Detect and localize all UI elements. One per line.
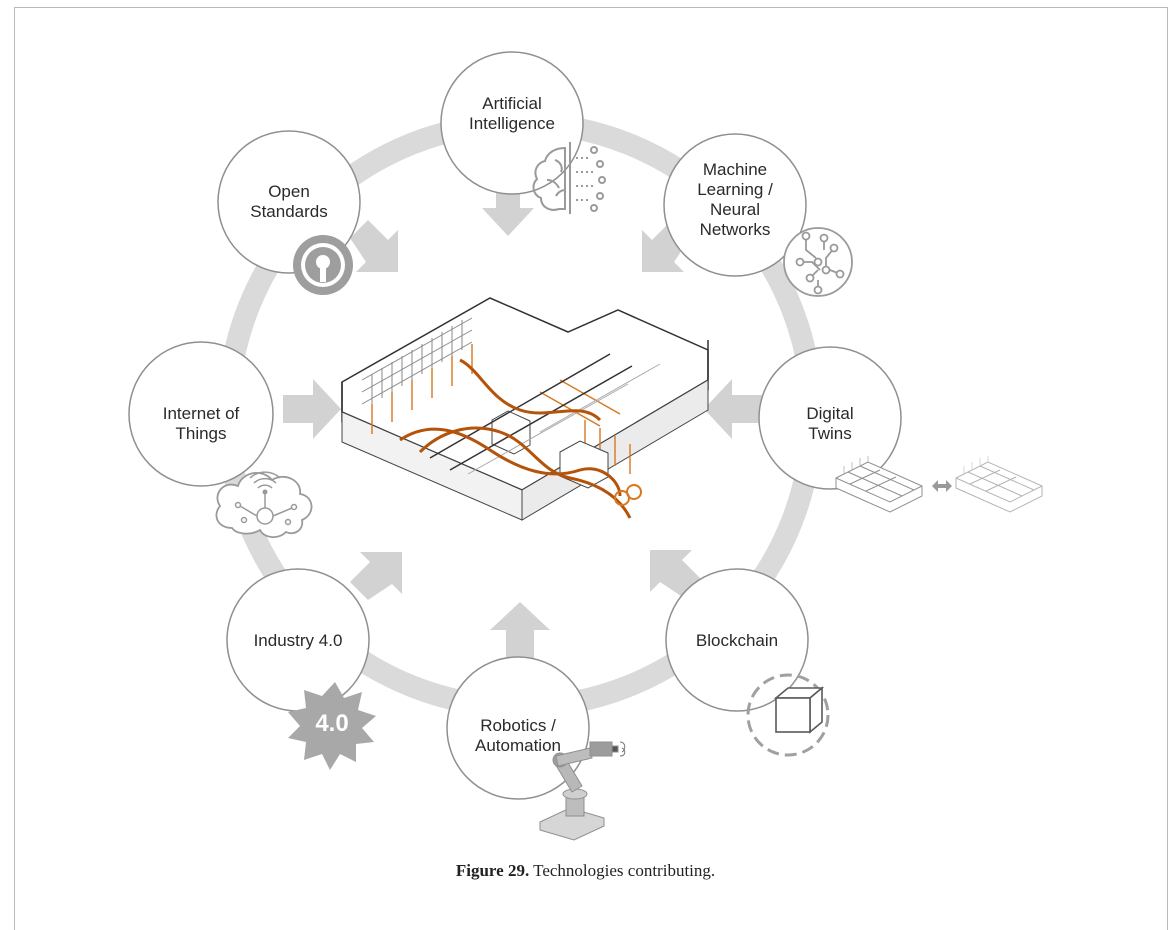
arrow-open-standards	[350, 220, 398, 272]
node-circles	[128, 51, 902, 800]
frame-border-top	[14, 7, 1168, 8]
label-digital-twins: Digital Twins	[806, 404, 854, 443]
label-open-standards: Open Standards	[250, 182, 328, 221]
robot-arm-icon	[539, 741, 626, 841]
arrow-blockchain	[650, 550, 702, 598]
caption-label: Figure 29.	[455, 861, 530, 880]
twins-exchange-icon	[932, 480, 952, 492]
arrows	[283, 178, 762, 660]
brain-icon	[532, 142, 606, 214]
cloud-wifi-icon	[215, 471, 313, 538]
arrow-robotics	[490, 602, 550, 660]
circle-blockchain	[665, 568, 809, 712]
arrow-digital-twins	[704, 379, 762, 439]
circle-iot	[128, 341, 274, 487]
industry-badge-text: 4.0	[315, 710, 348, 737]
caption-text: Technologies contributing.	[529, 861, 716, 880]
arrow-ai	[482, 178, 534, 236]
circle-ai	[440, 51, 584, 195]
digital-twins-icon	[835, 456, 1043, 513]
label-robotics-automation: Robotics / Automation	[475, 716, 561, 755]
label-blockchain: Blockchain	[695, 631, 779, 650]
industry-badge-icon: 4.0	[288, 682, 376, 770]
blockchain-icon	[746, 673, 830, 757]
frame-border-right	[1167, 7, 1168, 930]
label-internet-of-things: Internet of Things	[162, 404, 240, 443]
circle-ml	[663, 133, 807, 277]
arrow-industry	[350, 552, 402, 600]
neural-network-icon	[783, 227, 853, 297]
circle-digital-twins	[758, 346, 902, 490]
keyhole-icon	[293, 235, 353, 295]
frame-border-left	[14, 7, 15, 930]
figure-caption: Figure 29. Technologies contributing.	[0, 861, 1171, 881]
label-machine-learning: Machine Learning / Neural Networks	[697, 160, 773, 239]
warehouse-illustration	[341, 297, 709, 521]
label-industry-4-0: Industry 4.0	[253, 631, 343, 650]
label-artificial-intelligence: Artificial Intelligence	[468, 94, 555, 133]
arrow-iot	[283, 379, 341, 439]
